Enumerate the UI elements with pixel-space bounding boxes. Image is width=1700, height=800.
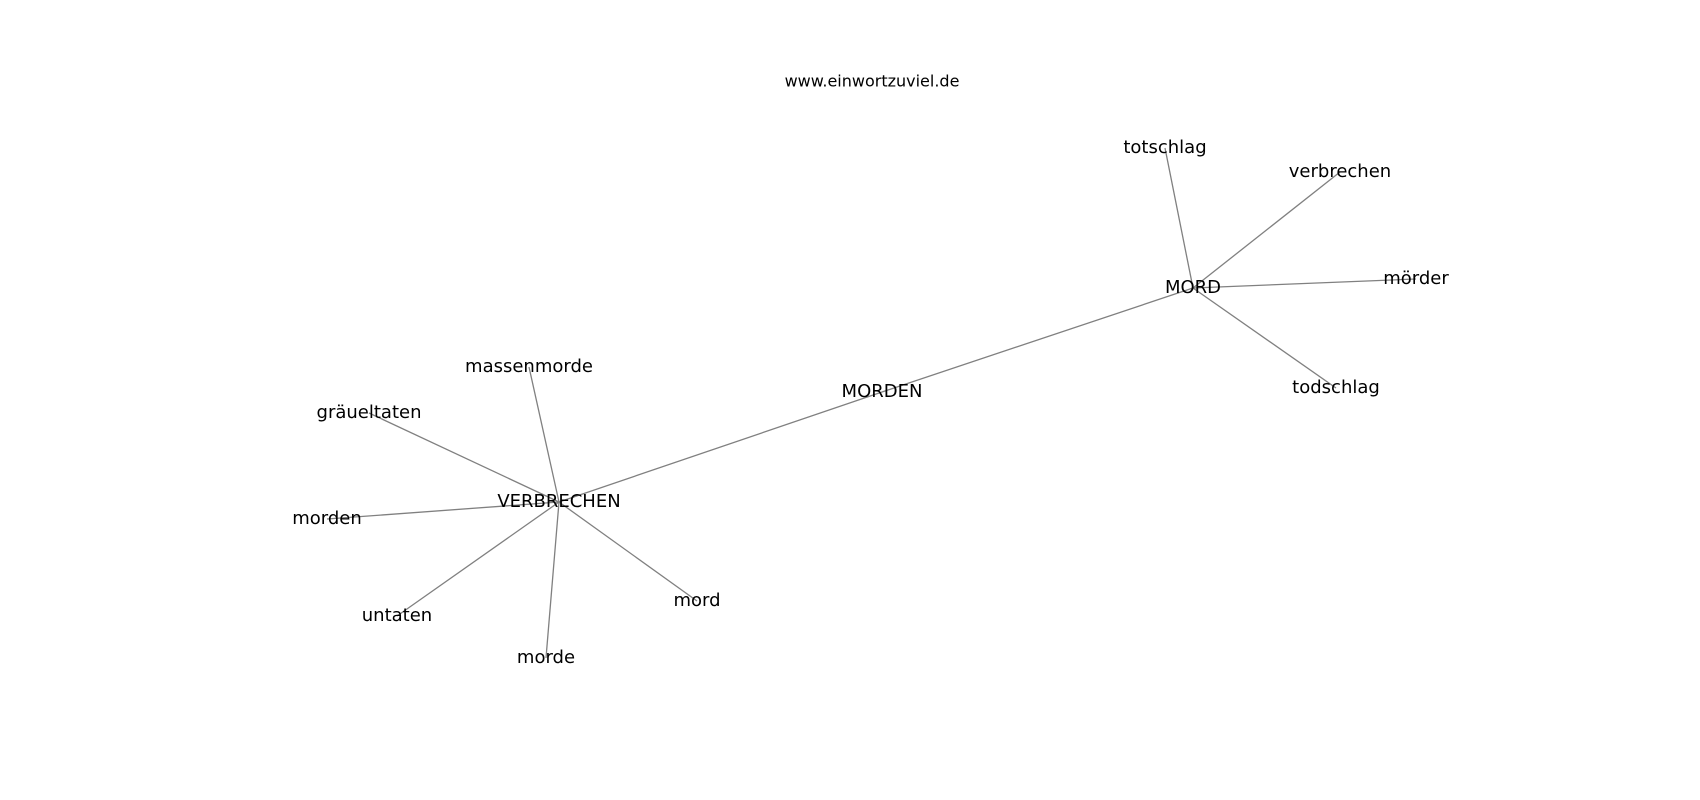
edge-mord-verbrechen [1192,171,1341,289]
edge-verbrechen-untaten [396,501,560,617]
node-label-moerder: mörder [1383,268,1449,289]
node-label-mord: mord [673,590,720,611]
node-label-verbrechen: VERBRECHEN [497,491,620,512]
edge-verbrechen-graeueltaten [368,412,560,503]
node-label-totschlag: totschlag [1123,137,1206,158]
edge-mord-todschlag [1192,287,1337,389]
edge-verbrechen-morden [326,501,560,520]
graph-edges [326,147,1417,659]
node-label-morden: MORDEN [842,381,923,402]
node-label-graeueltaten: gräueltaten [317,402,422,423]
site-title: www.einwortzuviel.de [785,72,960,91]
edge-mord-moerder [1192,278,1417,289]
edge-verbrechen-massenmorde [528,366,560,503]
node-label-todschlag: todschlag [1292,377,1380,398]
edge-morden-verbrechen [558,391,883,503]
edge-morden-mord [881,287,1194,393]
edge-verbrechen-morde [545,501,560,659]
node-label-untaten: untaten [362,605,432,626]
graph-nodes: MORDEN VERBRECHEN MORD totschlag verbrechen m… [292,137,1449,668]
node-label-verbrechen: verbrechen [1289,161,1391,182]
node-label-mord: MORD [1165,277,1221,298]
edge-verbrechen-mord [558,501,698,602]
edge-mord-totschlag [1164,147,1194,289]
node-label-massenmorde: massenmorde [465,356,593,377]
node-label-morde: morde [517,647,575,668]
node-label-morden: morden [292,508,362,529]
